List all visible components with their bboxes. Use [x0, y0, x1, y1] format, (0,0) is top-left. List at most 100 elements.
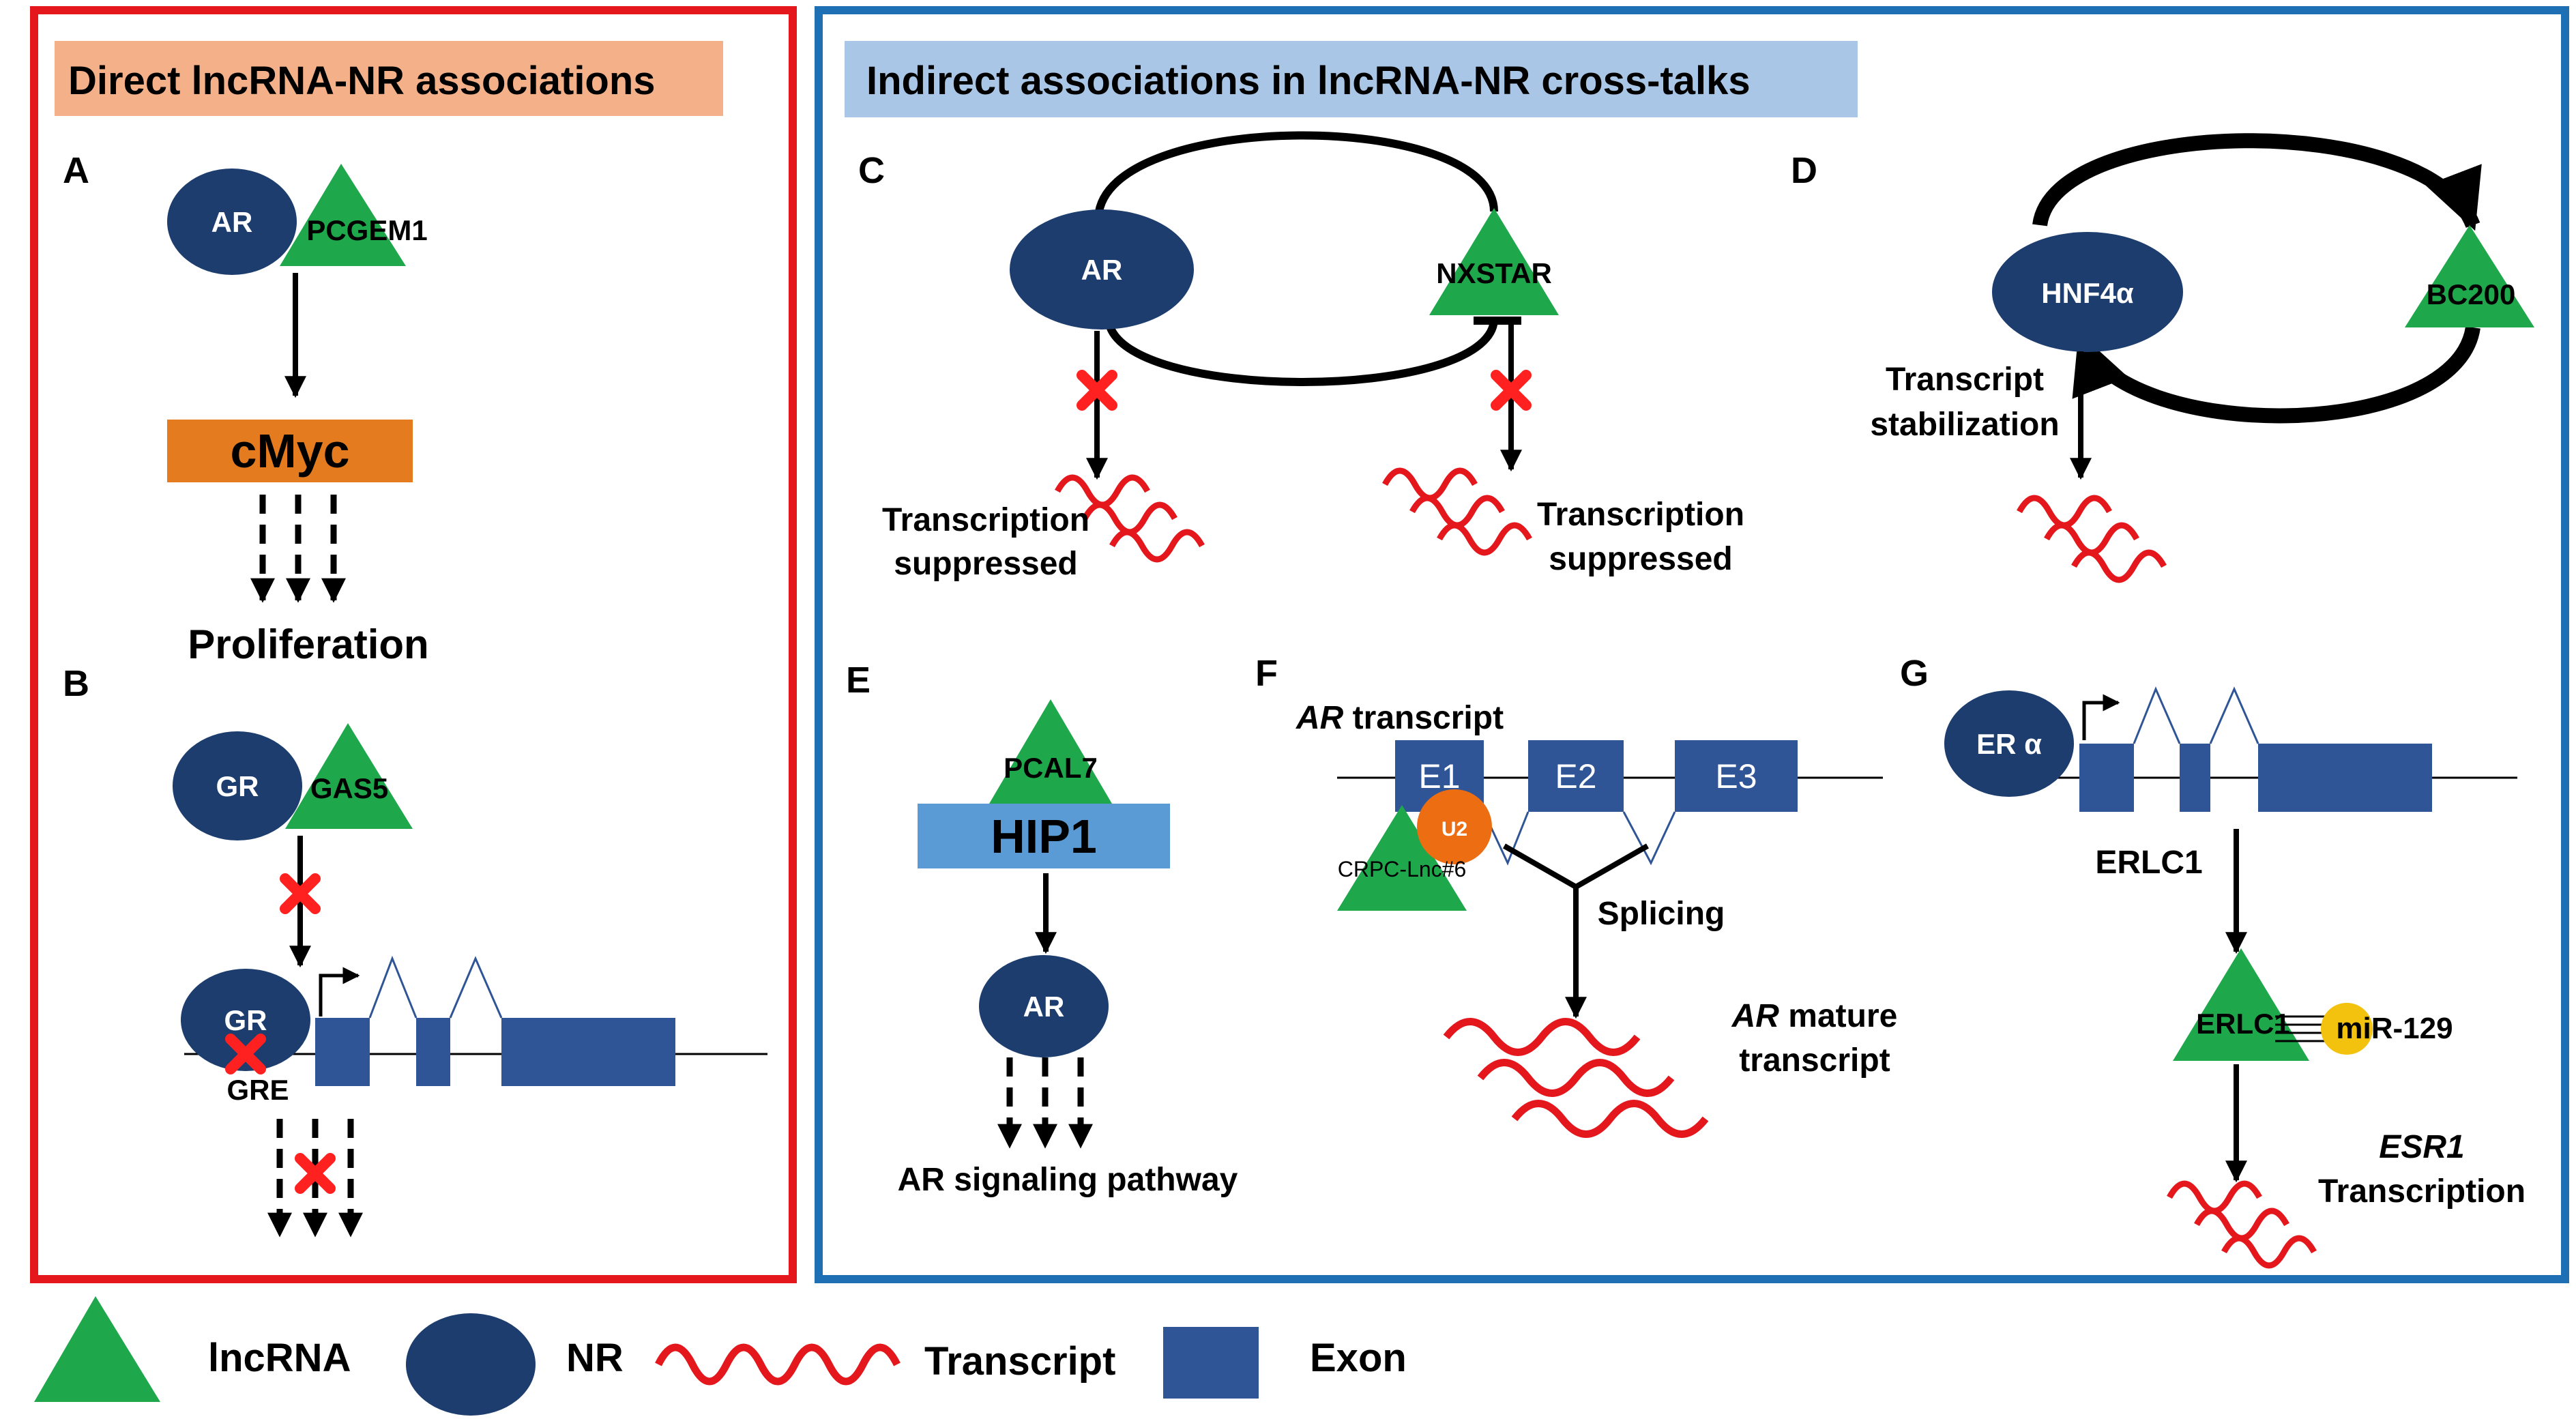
exon	[2079, 744, 2134, 812]
left-panel-title: Direct lncRNA-NR associations	[68, 59, 656, 103]
intron-lines	[368, 955, 503, 1019]
exon	[416, 1018, 450, 1086]
panel-a-letter: A	[63, 150, 89, 191]
lncrna-label: ERLC1	[2196, 1008, 2290, 1040]
nr-label: HNF4α	[2041, 277, 2134, 309]
tss-arrow-icon	[2082, 694, 2120, 740]
ar-signaling-label: AR signaling pathway	[898, 1162, 1238, 1198]
nr-label: ER α	[1976, 728, 2042, 760]
exon	[501, 1018, 675, 1086]
mature-transcript-label: transcript	[1739, 1042, 1890, 1079]
dashed-arrows-e	[997, 1057, 1093, 1149]
legend-exon-label: Exon	[1310, 1336, 1407, 1380]
cmyc-label: cMyc	[230, 424, 349, 478]
stabilization-label: stabilization	[1870, 407, 2059, 443]
tss-arrow-icon	[319, 967, 360, 1016]
lncrna-triangle	[2173, 948, 2309, 1061]
feedback-arc-bottom	[2072, 325, 2480, 424]
right-panel-title: Indirect associations in lncRNA-NR cross…	[866, 59, 1751, 103]
exon	[2258, 744, 2432, 812]
suppressed-label: suppressed	[894, 546, 1077, 582]
nr-label: AR	[211, 206, 253, 238]
mirna-circle	[2321, 1003, 2373, 1055]
gene-label: ERLC1	[2095, 845, 2202, 881]
lncrna-triangle	[1429, 208, 1559, 315]
nr-label: GR	[224, 1004, 267, 1036]
gre-label: GRE	[226, 1074, 289, 1106]
panel-g-letter: G	[1900, 653, 1929, 694]
lncrna-label: NXSTAR	[1436, 257, 1552, 289]
nr-ellipse	[1010, 209, 1194, 330]
legend-lncrna-label: lncRNA	[208, 1336, 351, 1380]
legend-transcript-label: Transcript	[924, 1339, 1115, 1384]
transcript-wave	[2169, 1184, 2314, 1266]
right-panel-border	[815, 6, 2569, 1283]
legend-lncrna-icon	[34, 1296, 160, 1402]
u2-snrnp	[1417, 789, 1492, 864]
intron-lines	[2133, 686, 2259, 744]
ar-mature-label: AR mature	[1731, 998, 1898, 1034]
inhibition-loop-top	[1094, 131, 1498, 218]
lncrna-label: CRPC-Lnc#6	[1338, 857, 1467, 881]
right-panel-title-box	[845, 41, 1858, 117]
hip1-box	[918, 804, 1170, 868]
exon	[2180, 744, 2210, 812]
nr-ellipse	[979, 955, 1109, 1057]
exon-label: E3	[1715, 757, 1757, 795]
hip1-label: HIP1	[991, 810, 1097, 863]
lncrna-label: GAS5	[310, 772, 388, 804]
splicing-label: Splicing	[1598, 896, 1725, 932]
exon-e2	[1528, 740, 1624, 812]
exon	[315, 1018, 370, 1086]
dashed-arrows-b	[267, 1119, 363, 1238]
lncrna-triangle	[2405, 225, 2534, 327]
lncrna-triangle	[1337, 805, 1467, 911]
panel-c-letter: C	[858, 150, 885, 191]
panel-b-letter: B	[63, 663, 89, 704]
nr-label: AR	[1023, 991, 1065, 1023]
splicing-bracket	[1503, 843, 1649, 1016]
transcription-label: Transcription	[1537, 497, 1744, 533]
ar-transcript-label: AR transcript	[1296, 700, 1504, 736]
esr1-label: ESR1	[2379, 1129, 2464, 1165]
panel-e-letter: E	[846, 660, 870, 701]
inhibition-loop-bottom	[1104, 319, 1498, 386]
dashed-arrows-a	[250, 495, 346, 603]
nr-label: GR	[216, 770, 259, 802]
transcription-label: Transcription	[882, 502, 1089, 538]
transcript-wave	[1385, 471, 1530, 553]
panel-f-letter: F	[1255, 653, 1278, 694]
legend-nr-icon	[406, 1313, 536, 1416]
lncrna-label: PCGEM1	[306, 214, 427, 246]
nr-ellipse	[1944, 690, 2074, 797]
splice-lines	[1482, 811, 1676, 866]
lncrna-label: BC200	[2427, 278, 2516, 310]
panel-d-letter: D	[1791, 150, 1817, 191]
proliferation-label: Proliferation	[188, 621, 428, 667]
legend-transcript-icon	[655, 1343, 901, 1386]
nr-ellipse	[173, 731, 302, 840]
nr-label: AR	[1081, 254, 1123, 286]
exon-label: E2	[1555, 757, 1596, 795]
u2-label: U2	[1441, 818, 1467, 840]
transcript-wave	[2019, 498, 2164, 580]
legend-exon-icon	[1163, 1327, 1259, 1399]
mirna-label: miR-129	[2336, 1012, 2453, 1045]
cmyc-box	[167, 420, 413, 482]
suppressed-label: suppressed	[1549, 541, 1732, 577]
lncrna-triangle	[280, 164, 406, 266]
lncrna-label: PCAL7	[1004, 752, 1098, 784]
transcript-label: Transcript	[1886, 362, 2044, 398]
nr-ellipse	[167, 169, 297, 275]
transcription-label: Transcription	[2318, 1173, 2526, 1210]
left-panel-title-box	[55, 41, 723, 116]
nr-ellipse	[1992, 232, 2183, 352]
lncrna-triangle	[989, 699, 1112, 804]
nr-ellipse	[181, 969, 310, 1071]
legend-nr-label: NR	[566, 1336, 624, 1380]
exon-e3	[1675, 740, 1798, 812]
feedback-arc-top	[2032, 133, 2482, 231]
transcript-wave	[1443, 1018, 1709, 1138]
left-panel-border	[30, 6, 797, 1283]
